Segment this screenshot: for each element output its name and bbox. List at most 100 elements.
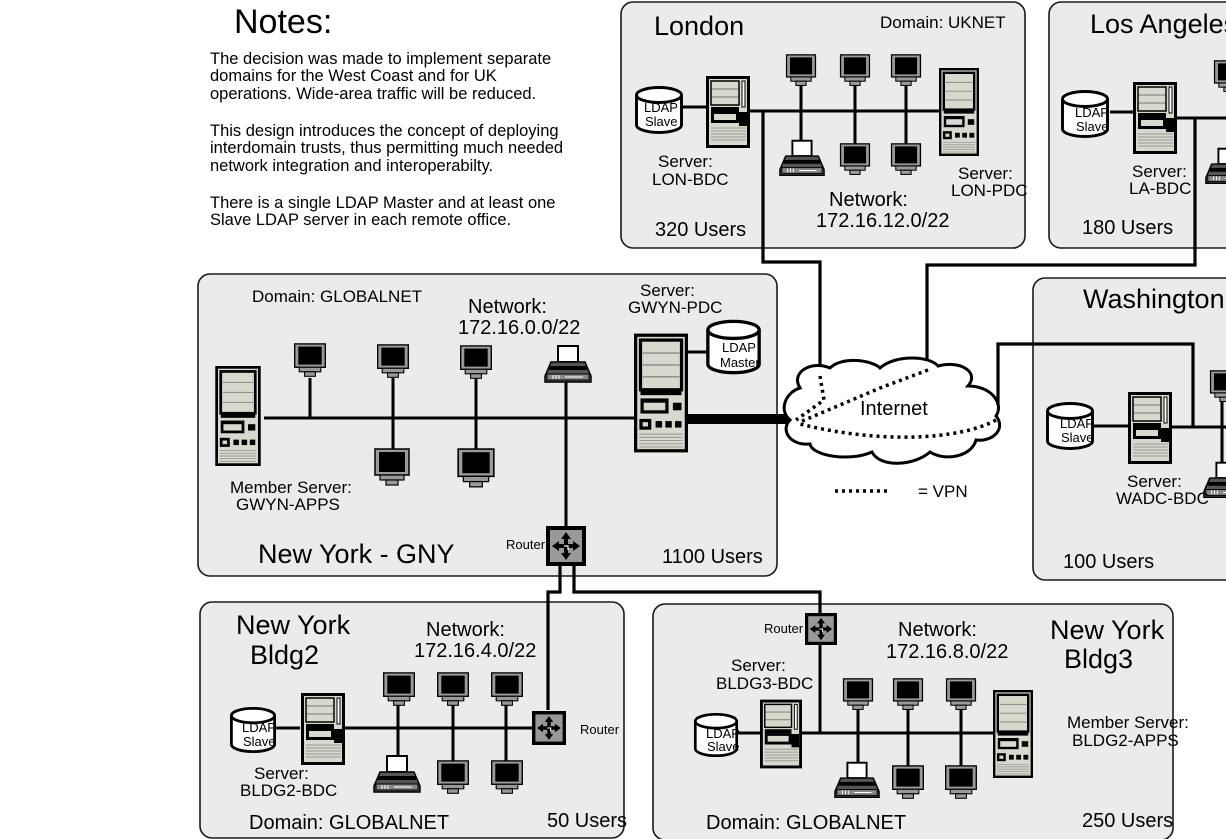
network-address: 172.16.8.0/22 <box>886 641 1008 663</box>
bdc-label: Server: <box>1132 162 1187 181</box>
workstation-icon[interactable] <box>436 672 470 707</box>
server-icon-lon-pdc[interactable] <box>938 68 980 156</box>
notes-line: network integration and interoperabilty. <box>210 157 493 175</box>
workstation-icon[interactable] <box>436 760 470 795</box>
router-label: Router <box>764 621 804 636</box>
bdc-label: Server: <box>731 656 786 675</box>
server-icon-gwyn-pdc[interactable] <box>634 333 688 453</box>
workstation-icon[interactable] <box>842 678 874 711</box>
bdc-name: BLDG2-BDC <box>240 781 337 800</box>
notes-line: interdomain trusts, thus permitting much… <box>210 139 563 157</box>
site-box-london <box>620 1 1026 249</box>
workstation-icon[interactable] <box>785 54 817 87</box>
site-london: London Domain: UKNET LDAP Slave Server: … <box>634 11 1028 241</box>
server-icon-wadc-bdc[interactable] <box>1127 392 1173 464</box>
pdc-name: LON-PDC <box>951 181 1028 200</box>
server-icon-gwyn-apps[interactable] <box>215 366 261 466</box>
ldap-label: LDAP <box>242 720 276 735</box>
ldap-label: Slave <box>707 739 740 754</box>
ldap-label: LDAP <box>1075 105 1109 120</box>
workstation-icon[interactable] <box>374 448 410 486</box>
server-icon-bldg2-bdc[interactable] <box>300 693 346 765</box>
server-icon-bldg2-apps[interactable] <box>992 690 1034 778</box>
bdc-name: WADC-BDC <box>1116 489 1209 508</box>
workstation-icon[interactable] <box>890 54 922 87</box>
notes-title: Notes: <box>234 3 332 41</box>
wan-link-gny-trunk <box>686 414 788 424</box>
server-icon-lon-bdc[interactable] <box>705 76 751 148</box>
workstation-icon[interactable] <box>839 143 871 176</box>
domain-label: Domain: UKNET <box>880 13 1006 32</box>
workstation-icon[interactable] <box>382 672 416 707</box>
site-name: New York <box>236 610 351 640</box>
vpn-legend-label: = VPN <box>918 482 968 501</box>
workstation-icon[interactable] <box>376 344 410 379</box>
workstation-icon[interactable] <box>459 345 493 380</box>
workstation-icon[interactable] <box>490 672 524 707</box>
ldap-label: LDAP <box>706 726 740 741</box>
workstation-icon[interactable] <box>944 765 978 800</box>
member-name: BLDG2-APPS <box>1072 731 1179 750</box>
workstation-icon[interactable] <box>945 678 977 711</box>
domain-label: Domain: GLOBALNET <box>249 812 449 834</box>
pdc-name: GWYN-PDC <box>628 298 722 317</box>
network-label: Network: <box>468 296 547 318</box>
user-count: 1100 Users <box>662 546 763 568</box>
wan-link-washington <box>996 342 1195 427</box>
workstation-icon[interactable] <box>891 765 925 800</box>
member-label: Member Server: <box>230 478 352 497</box>
network-address: 172.16.0.0/22 <box>458 317 580 339</box>
internet-cloud[interactable]: Internet <box>782 356 1002 465</box>
server-icon-la-bdc[interactable] <box>1132 82 1178 154</box>
user-count: 100 Users <box>1063 551 1154 573</box>
notes-line: There is a single LDAP Master and at lea… <box>210 194 555 212</box>
member-name: GWYN-APPS <box>236 495 340 514</box>
vpn-tunnel-los-angeles <box>799 368 929 424</box>
user-count: 250 Users <box>1082 810 1173 832</box>
bdc-name: LON-BDC <box>652 170 729 189</box>
workstation-icon[interactable] <box>490 760 524 795</box>
notes-line: domains for the West Coast and for UK <box>210 67 497 85</box>
site-name: New York - GNY <box>258 539 455 569</box>
user-count: 180 Users <box>1082 217 1173 239</box>
site-name: Bldg3 <box>1064 644 1133 674</box>
wan-link-london <box>761 112 822 372</box>
site-name: Bldg2 <box>250 640 319 670</box>
router-icon[interactable] <box>546 526 586 566</box>
domain-label: Domain: GLOBALNET <box>706 812 906 834</box>
site-new-york-gny: Domain: GLOBALNET Network: 172.16.0.0/22… <box>215 281 763 569</box>
site-new-york-bldg3: Router Network: 172.16.8.0/22 New York B… <box>693 613 1189 834</box>
server-icon-bldg3-bdc[interactable] <box>760 699 802 769</box>
workstation-icon[interactable] <box>293 343 327 378</box>
domain-label: Domain: GLOBALNET <box>252 287 422 306</box>
user-count: 320 Users <box>655 219 746 241</box>
router-label: Router <box>580 722 620 737</box>
network-address: 172.16.4.0/22 <box>414 640 536 662</box>
notes-line: This design introduces the concept of de… <box>210 122 559 140</box>
ldap-label: Slave <box>1061 430 1094 445</box>
network-address: 172.16.12.0/22 <box>816 210 949 232</box>
ldap-label: LDAP <box>722 340 756 355</box>
vpn-tunnel-london <box>794 375 826 422</box>
workstation-icon[interactable] <box>839 54 871 87</box>
site-box-new-york-gny <box>197 273 778 577</box>
internet-label: Internet <box>860 398 928 420</box>
router-icon[interactable] <box>805 613 837 645</box>
pdc-label: Server: <box>958 164 1013 183</box>
bdc-label: Server: <box>658 152 713 171</box>
ldap-label: LDAP <box>1060 416 1094 431</box>
notes-line: operations. Wide-area traffic will be re… <box>210 85 536 103</box>
bdc-label: Server: <box>1127 472 1182 491</box>
user-count: 50 Users <box>547 810 627 832</box>
site-los-angeles: Los Angeles LDAP Slave Server: LA-BDC 18… <box>1060 9 1226 239</box>
workstation-icon[interactable] <box>890 143 922 176</box>
workstation-icon[interactable] <box>892 678 924 711</box>
workstation-icon[interactable] <box>457 448 495 488</box>
ldap-label: Slave <box>1076 119 1109 134</box>
site-name: Los Angeles <box>1090 9 1226 39</box>
vpn-tunnel-washington <box>799 418 997 439</box>
vpn-legend: = VPN <box>835 482 968 501</box>
notes-line: Slave LDAP server in each remote office. <box>210 211 511 229</box>
router-icon[interactable] <box>532 711 566 745</box>
